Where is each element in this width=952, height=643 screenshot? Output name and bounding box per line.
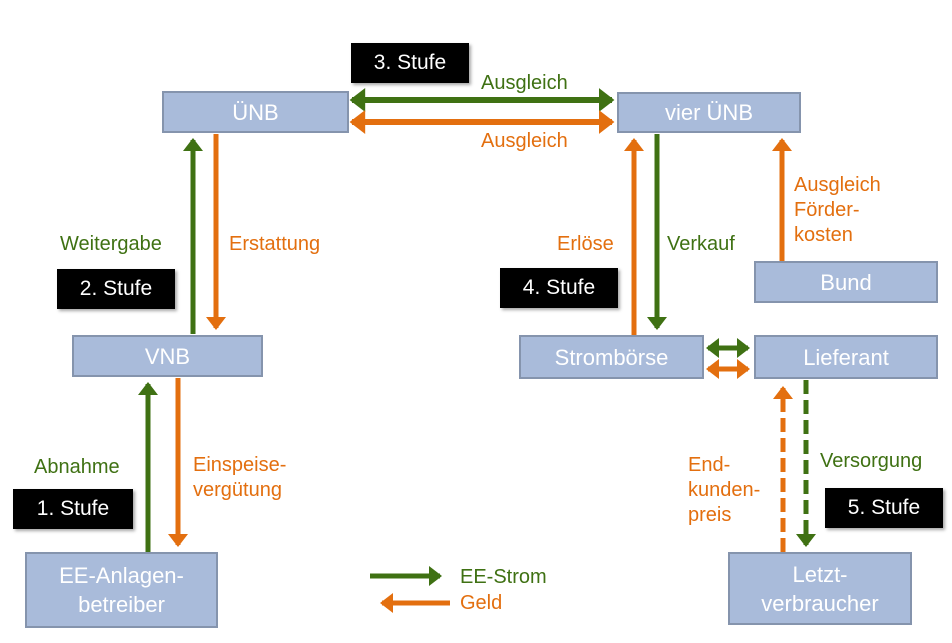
node-bund-label: Bund [820, 269, 872, 295]
node-uenb-label: ÜNB [232, 99, 279, 125]
stage-badge-4-label: 4. Stufe [522, 276, 596, 299]
node-letztverbraucher: Letzt- verbraucher [728, 552, 912, 625]
node-vier-uenb-label: vier ÜNB [664, 100, 753, 125]
label-endkundenpreis: End- kunden- preis [688, 454, 761, 526]
node-stromboerse-label: Strombörse [554, 344, 669, 370]
label-erloese: Erlöse [557, 233, 614, 255]
node-stromboerse: Strombörse [519, 335, 704, 379]
node-lieferant-label: Lieferant [803, 344, 889, 370]
node-lieferant: Lieferant [754, 335, 938, 379]
stage-badge-2: 2. Stufe [57, 269, 175, 309]
node-bund: Bund [754, 261, 938, 303]
node-vier-uenb: vier ÜNB [617, 92, 801, 133]
label-versorgung: Versorgung [820, 450, 923, 472]
label-einspeiseverguetung: Einspeise- vergütung [193, 454, 287, 501]
stage-badge-2-label: 2. Stufe [79, 277, 153, 300]
stage-badge-3: 3. Stufe [351, 43, 469, 83]
label-verkauf: Verkauf [667, 233, 735, 255]
stage-badge-3-label: 3. Stufe [373, 51, 447, 74]
stage-badge-4: 4. Stufe [500, 268, 618, 308]
node-vnb: VNB [72, 335, 263, 377]
label-erstattung: Erstattung [229, 233, 321, 255]
label-ausgleich-geld: Ausgleich [481, 130, 568, 152]
node-letzt-label-line2: verbraucher [761, 590, 879, 616]
legend-ee-strom-label: EE-Strom [460, 566, 547, 588]
label-abnahme: Abnahme [34, 456, 120, 478]
stage-badge-1-label: 1. Stufe [36, 497, 110, 520]
node-ee-anlagenbetreiber: EE-Anlagen- betreiber [25, 552, 218, 628]
legend-geld-label: Geld [460, 592, 503, 614]
stage-badge-1: 1. Stufe [13, 489, 133, 529]
node-ee-label-line1: EE-Anlagen- [59, 563, 184, 588]
stage-badge-5: 5. Stufe [825, 488, 943, 528]
stage-badge-5-label: 5. Stufe [847, 496, 921, 519]
node-letzt-label-line1: Letzt- [792, 561, 848, 587]
label-weitergabe: Weitergabe [60, 233, 162, 255]
node-uenb: ÜNB [162, 91, 349, 133]
node-ee-label-line2: betreiber [78, 592, 165, 617]
label-ausgleich-strom: Ausgleich [481, 72, 568, 94]
label-ausgleich-foerderkosten: Ausgleich Förder- kosten [794, 174, 881, 246]
node-vnb-label: VNB [144, 343, 191, 369]
